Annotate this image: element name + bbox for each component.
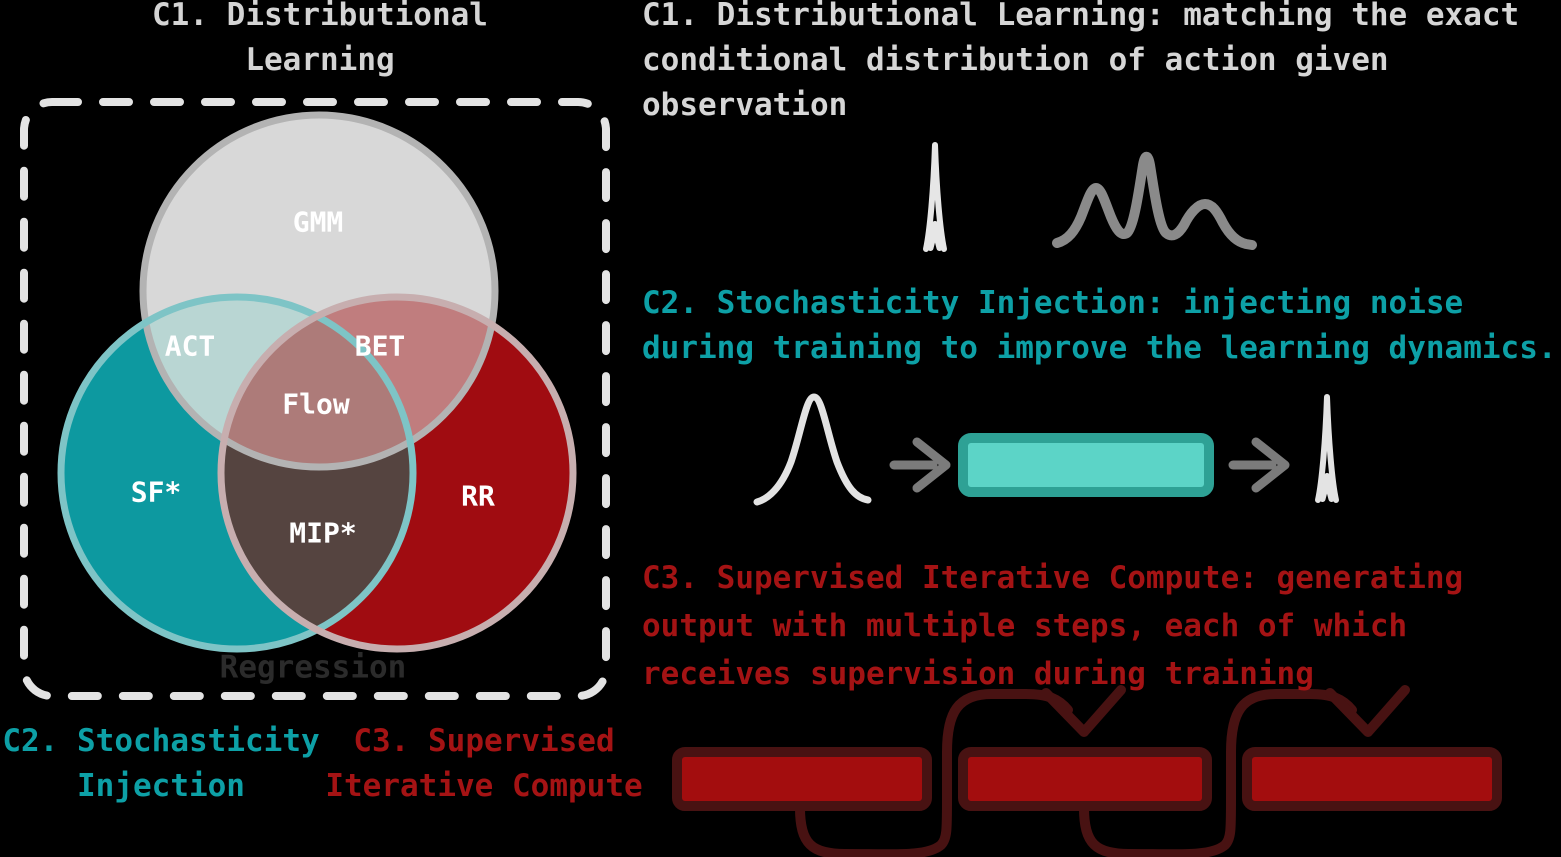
bell-curve-icon	[753, 393, 872, 506]
venn-center-overlap	[221, 297, 413, 467]
regression-label: Regression	[219, 649, 407, 686]
heading-c1-title: C1. Distributional Learning	[152, 0, 488, 78]
venn-label-flow: Flow	[282, 387, 350, 421]
venn-label-act: ACT	[164, 329, 216, 363]
c3-illustration	[672, 685, 1502, 857]
narrow-distribution-curve-icon	[923, 142, 947, 252]
compute-step-block	[672, 747, 932, 811]
caption-c3-supervised-iterative-compute: C3. Supervised Iterative Compute	[325, 723, 643, 804]
arrow-right-icon	[1228, 437, 1290, 493]
c2-description: C2. Stochasticity Injection: injecting n…	[642, 285, 1557, 366]
compute-step-block	[1242, 747, 1502, 811]
c3-description: C3. Supervised Iterative Compute: genera…	[642, 560, 1464, 692]
compute-step-block	[958, 747, 1212, 811]
loop-arrow-icon	[1079, 685, 1410, 857]
caption-c2-stochasticity-injection: C2. Stochasticity Injection	[2, 723, 320, 804]
venn-label-gmm: GMM	[292, 205, 344, 239]
venn-label-bet: BET	[354, 329, 406, 363]
output-distribution-curve-icon	[1315, 394, 1339, 503]
venn-label-mip: MIP*	[289, 516, 357, 550]
c1-description: C1. Distributional Learning: matching th…	[642, 0, 1520, 123]
venn-diagram	[57, 111, 577, 653]
noise-injection-block	[958, 433, 1214, 497]
venn-label-sf: SF*	[130, 475, 182, 509]
c2-illustration	[753, 393, 1339, 506]
loop-arrow-icon	[795, 685, 1126, 857]
arrow-right-icon	[889, 437, 951, 493]
multimodal-distribution-curve-icon	[1052, 151, 1257, 250]
dashed-boundary-box	[20, 98, 610, 700]
venn-label-rr: RR	[461, 479, 495, 513]
venn-outlines	[57, 111, 577, 653]
c1-illustration	[923, 142, 1257, 252]
